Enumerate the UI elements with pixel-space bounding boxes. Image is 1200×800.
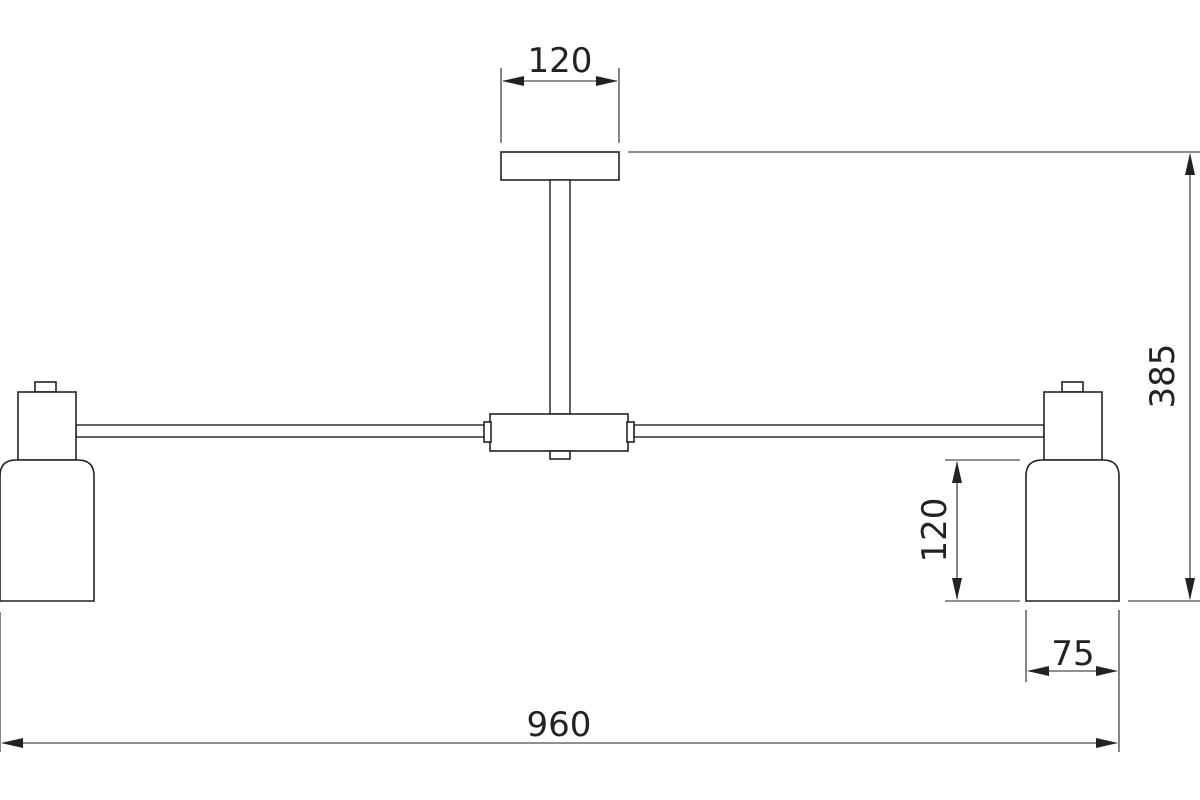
shade-width-label: 75 bbox=[1051, 634, 1094, 674]
canopy-plate bbox=[500, 151, 620, 181]
right-socket-holder bbox=[1043, 391, 1103, 461]
overall-width-label: 960 bbox=[527, 705, 592, 745]
arm-left bbox=[75, 424, 487, 438]
dimension-overall-width: 960 bbox=[0, 612, 1118, 752]
hub-cap-left bbox=[483, 421, 492, 443]
dimension-canopy-width: 120 bbox=[500, 41, 620, 143]
hub-cap-right bbox=[626, 421, 635, 443]
right-socket-cap bbox=[1061, 381, 1084, 393]
dimension-shade-width: 75 bbox=[1025, 610, 1120, 752]
canopy-width-label: 120 bbox=[528, 41, 593, 81]
shade-height-label: 120 bbox=[915, 498, 955, 563]
left-lamp-shade bbox=[0, 459, 95, 602]
left-socket-cap bbox=[34, 381, 57, 393]
arm-right bbox=[633, 424, 1045, 438]
dimension-overall-height: 385 bbox=[628, 151, 1200, 602]
hub-bottom-nut bbox=[549, 450, 571, 460]
vertical-stem bbox=[549, 179, 571, 415]
center-hub bbox=[489, 413, 629, 452]
dimension-shade-height: 120 bbox=[915, 459, 1020, 602]
right-lamp-shade bbox=[1025, 459, 1120, 602]
overall-height-label: 385 bbox=[1143, 344, 1183, 409]
left-socket-holder bbox=[17, 391, 77, 461]
